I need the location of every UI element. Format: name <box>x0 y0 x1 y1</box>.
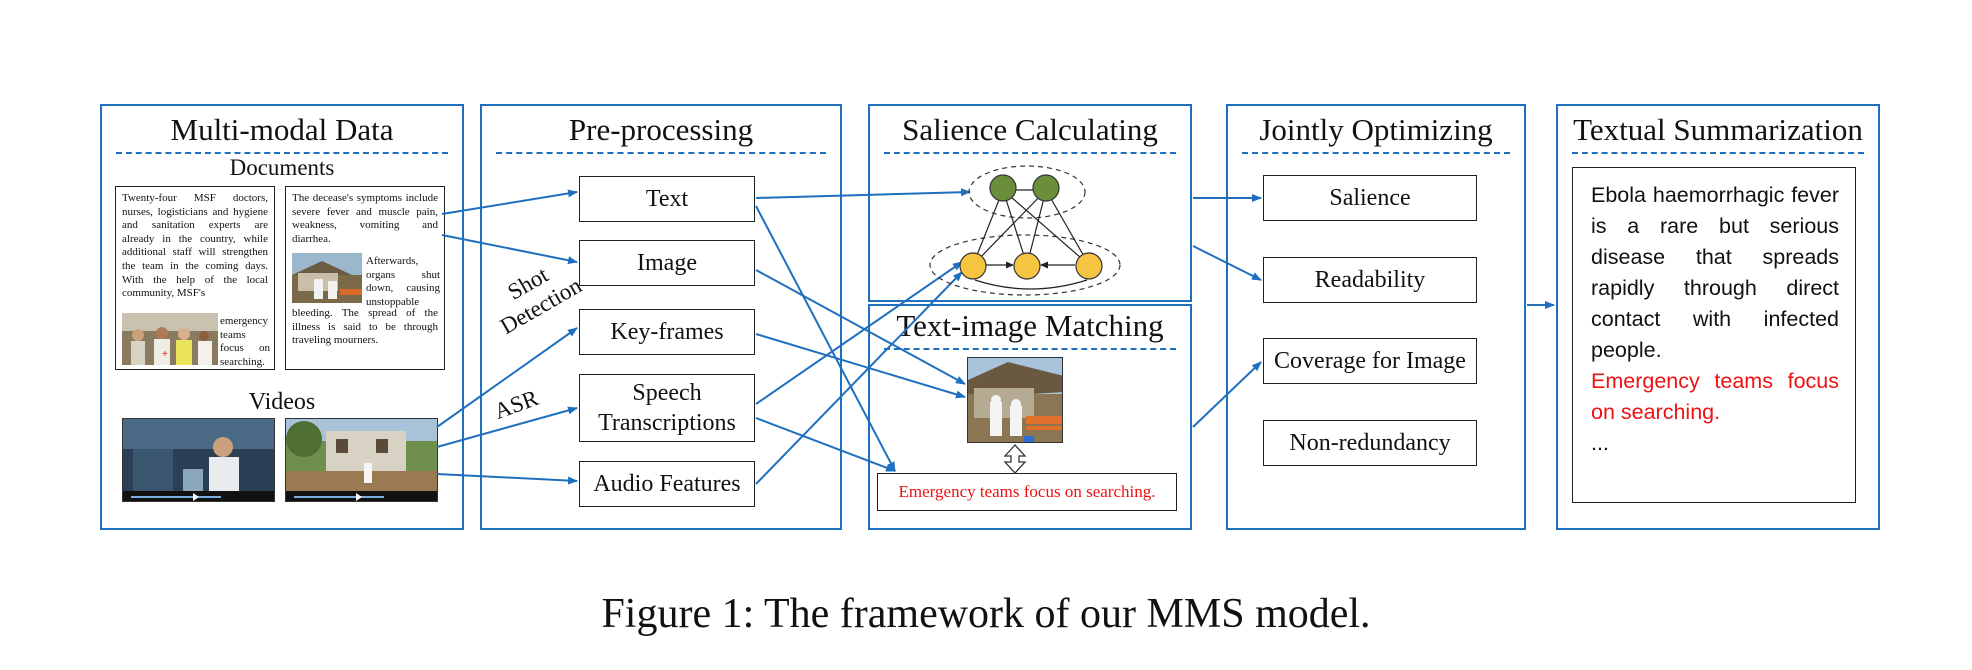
salience-calculating-title: Salience Calculating <box>902 112 1158 147</box>
arrow-text-to-salience-graph <box>755 188 971 199</box>
image-node-group-ellipse <box>968 165 1086 219</box>
figure-caption: Figure 1: The framework of our MMS model… <box>601 591 1371 637</box>
text-box: Text <box>579 176 755 222</box>
document-1-side-text: emergency teams focus on searching. <box>220 315 270 368</box>
document-1-photo: + <box>122 313 218 365</box>
arrow-salience-panel-to-readability-box <box>1192 245 1262 281</box>
graph-edge <box>1026 189 1047 266</box>
arrow-matching-panel-to-coverage-box <box>1192 361 1262 428</box>
document-2: The decease's symptoms include severe fe… <box>285 186 445 370</box>
summary-text: Ebola haemorrhagic fever is a rare but s… <box>1591 183 1839 362</box>
match-double-arrow <box>1003 444 1027 474</box>
arrow-audio-to-salience-graph <box>755 271 963 485</box>
document-2-side-text: Afterwards, organs shut down, causing un… <box>366 255 440 308</box>
non-redundancy-box: Non-redundancy <box>1263 420 1477 466</box>
arrow-doc-to-text <box>441 189 578 215</box>
image-box: Image <box>579 240 755 286</box>
keyframes-box: Key-frames <box>579 309 755 355</box>
document-2-text: The decease's symptoms include severe fe… <box>292 192 438 245</box>
multimodal-data-panel: Multi-modal Data Documents Twenty-four M… <box>100 104 464 530</box>
video-thumbnail-1 <box>122 418 275 502</box>
readability-box: Readability <box>1263 257 1477 303</box>
summary-highlight: Emergency teams focus on searching. <box>1591 369 1839 424</box>
image-node <box>1032 174 1060 202</box>
speech-transcriptions-box: Speech Transcriptions <box>579 374 755 442</box>
salience-graph <box>929 165 1121 296</box>
document-2-bottom-text: bleeding. The spread of the illness is s… <box>292 307 438 347</box>
summary-ellipsis: ... <box>1591 431 1609 455</box>
title-divider <box>884 348 1176 350</box>
title-divider <box>496 152 826 154</box>
image-node <box>989 174 1017 202</box>
graph-edge <box>1045 189 1090 266</box>
arrow-keyframes-to-matching-photo <box>755 333 966 399</box>
document-1: Twenty-four MSF doctors, nurses, logisti… <box>115 186 275 370</box>
matching-sentence-box: Emergency teams focus on searching. <box>877 473 1177 511</box>
arrow-text-to-matching-sentence <box>755 205 896 472</box>
arrow-doc-to-image <box>441 234 578 265</box>
arrow-video-to-keyframes <box>436 327 578 428</box>
title-divider <box>116 152 448 154</box>
text-image-matching-title: Text-image Matching <box>896 308 1164 343</box>
text-node <box>1013 252 1041 280</box>
graph-edge <box>972 189 1004 266</box>
summary-box: Ebola haemorrhagic fever is a rare but s… <box>1572 167 1856 503</box>
arrow-image-to-matching-photo <box>755 269 966 385</box>
arrow-speech-to-salience-graph <box>755 261 963 405</box>
documents-label: Documents <box>229 155 335 180</box>
salience-box: Salience <box>1263 175 1477 221</box>
title-divider <box>1242 152 1510 154</box>
matching-photo <box>967 357 1063 443</box>
text-node-group-ellipse <box>929 234 1121 296</box>
document-2-photo <box>292 253 362 303</box>
arrow-video-to-speech <box>436 406 578 448</box>
arrow-speech-to-matching-sentence <box>755 417 896 472</box>
document-1-text: Twenty-four MSF doctors, nurses, logisti… <box>122 192 268 300</box>
text-node <box>959 252 987 280</box>
coverage-for-image-box: Coverage for Image <box>1263 338 1477 384</box>
title-divider <box>884 152 1176 154</box>
textual-summarization-title: Textual Summarization <box>1573 112 1863 147</box>
videos-label: Videos <box>248 389 316 415</box>
graph-edge <box>972 189 1047 266</box>
video-thumbnail-2 <box>285 418 438 502</box>
graph-edge <box>1002 189 1090 266</box>
arrow-video-to-audio <box>436 473 578 485</box>
multimodal-data-title: Multi-modal Data <box>170 112 394 147</box>
preprocessing-title: Pre-processing <box>568 112 754 147</box>
graph-edge <box>1002 189 1028 266</box>
text-node <box>1075 252 1103 280</box>
graph-edge <box>974 279 1088 290</box>
audio-features-box: Audio Features <box>579 461 755 507</box>
svg-text:+: + <box>162 349 168 360</box>
title-divider <box>1572 152 1864 154</box>
jointly-optimizing-title: Jointly Optimizing <box>1259 112 1493 147</box>
